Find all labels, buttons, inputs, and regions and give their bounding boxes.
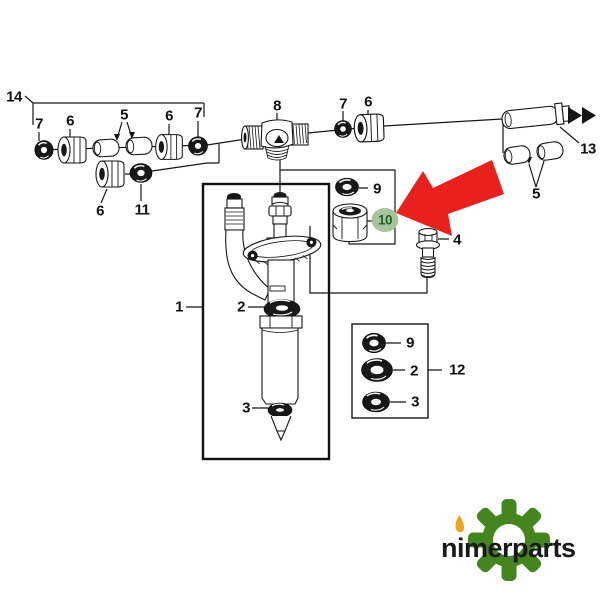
washer-7-left-drawing (34, 139, 54, 161)
nut-6-lower-drawing (95, 160, 125, 188)
kit-washer-9-drawing (361, 332, 387, 354)
washer-9-drawing (334, 177, 360, 197)
part-label-12: 12 (449, 361, 465, 379)
part-label-kit-2: 2 (410, 362, 418, 380)
brand-name: nimerparts (441, 533, 576, 563)
injector-group-box (201, 182, 331, 461)
part-label-kit-9: 9 (406, 334, 414, 352)
direction-arrows-icon (568, 107, 596, 124)
part-label-10-highlighted: 10 (377, 212, 393, 228)
tube-5d-drawing (535, 140, 565, 162)
tube-5b-drawing (125, 136, 153, 156)
nut-10-drawing (332, 203, 368, 243)
part-label-5-right: 5 (532, 185, 540, 203)
kit-seal-3-drawing (362, 391, 390, 413)
part-label-2: 2 (237, 298, 245, 316)
brand-logo: nimerparts (441, 499, 576, 581)
tee-fitting-8-drawing (241, 119, 309, 161)
hose-13-drawing (501, 102, 572, 130)
part-label-3: 3 (242, 399, 250, 417)
gear-icon (468, 499, 550, 581)
flame-icon (455, 515, 464, 533)
nut-6-right-drawing (353, 113, 385, 143)
washer-7-right-drawing (333, 119, 353, 139)
tube-5c-drawing (502, 144, 532, 166)
part-label-13: 13 (580, 140, 596, 158)
part-label-8: 8 (273, 97, 281, 115)
part-label-4: 4 (453, 231, 461, 249)
tube-5a-drawing (92, 138, 120, 158)
part-label-6-left: 6 (66, 112, 74, 130)
seal-kit-box (351, 323, 429, 419)
part-label-6-right: 6 (364, 93, 372, 111)
nut-6-mid-drawing (155, 134, 183, 160)
part-label-7-right: 7 (339, 95, 347, 113)
part-label-kit-3: 3 (411, 393, 419, 411)
bolt-4-drawing (415, 227, 441, 279)
fuel-line-fittings-left (34, 134, 209, 188)
injector-assembly-drawing (224, 191, 322, 442)
kit-washer-2-drawing (361, 358, 393, 382)
part-label-7-mid: 7 (194, 104, 202, 122)
part-label-9: 9 (373, 180, 381, 198)
part-label-1: 1 (175, 298, 183, 316)
nut-6-left-drawing (57, 136, 87, 164)
part-label-6-mid: 6 (165, 107, 173, 125)
washer-11-drawing (129, 162, 153, 184)
washer-7-mid-drawing (187, 136, 209, 156)
seal-kit-contents (361, 332, 393, 413)
part-label-5-left: 5 (120, 106, 128, 124)
callout-lines (24, 95, 580, 409)
highlight-arrow (396, 160, 504, 236)
part-label-11: 11 (134, 201, 150, 219)
part-label-7-left: 7 (35, 115, 43, 133)
part-label-14: 14 (6, 88, 22, 106)
part-label-6-lower: 6 (96, 202, 104, 220)
highlight-circle (371, 208, 399, 232)
